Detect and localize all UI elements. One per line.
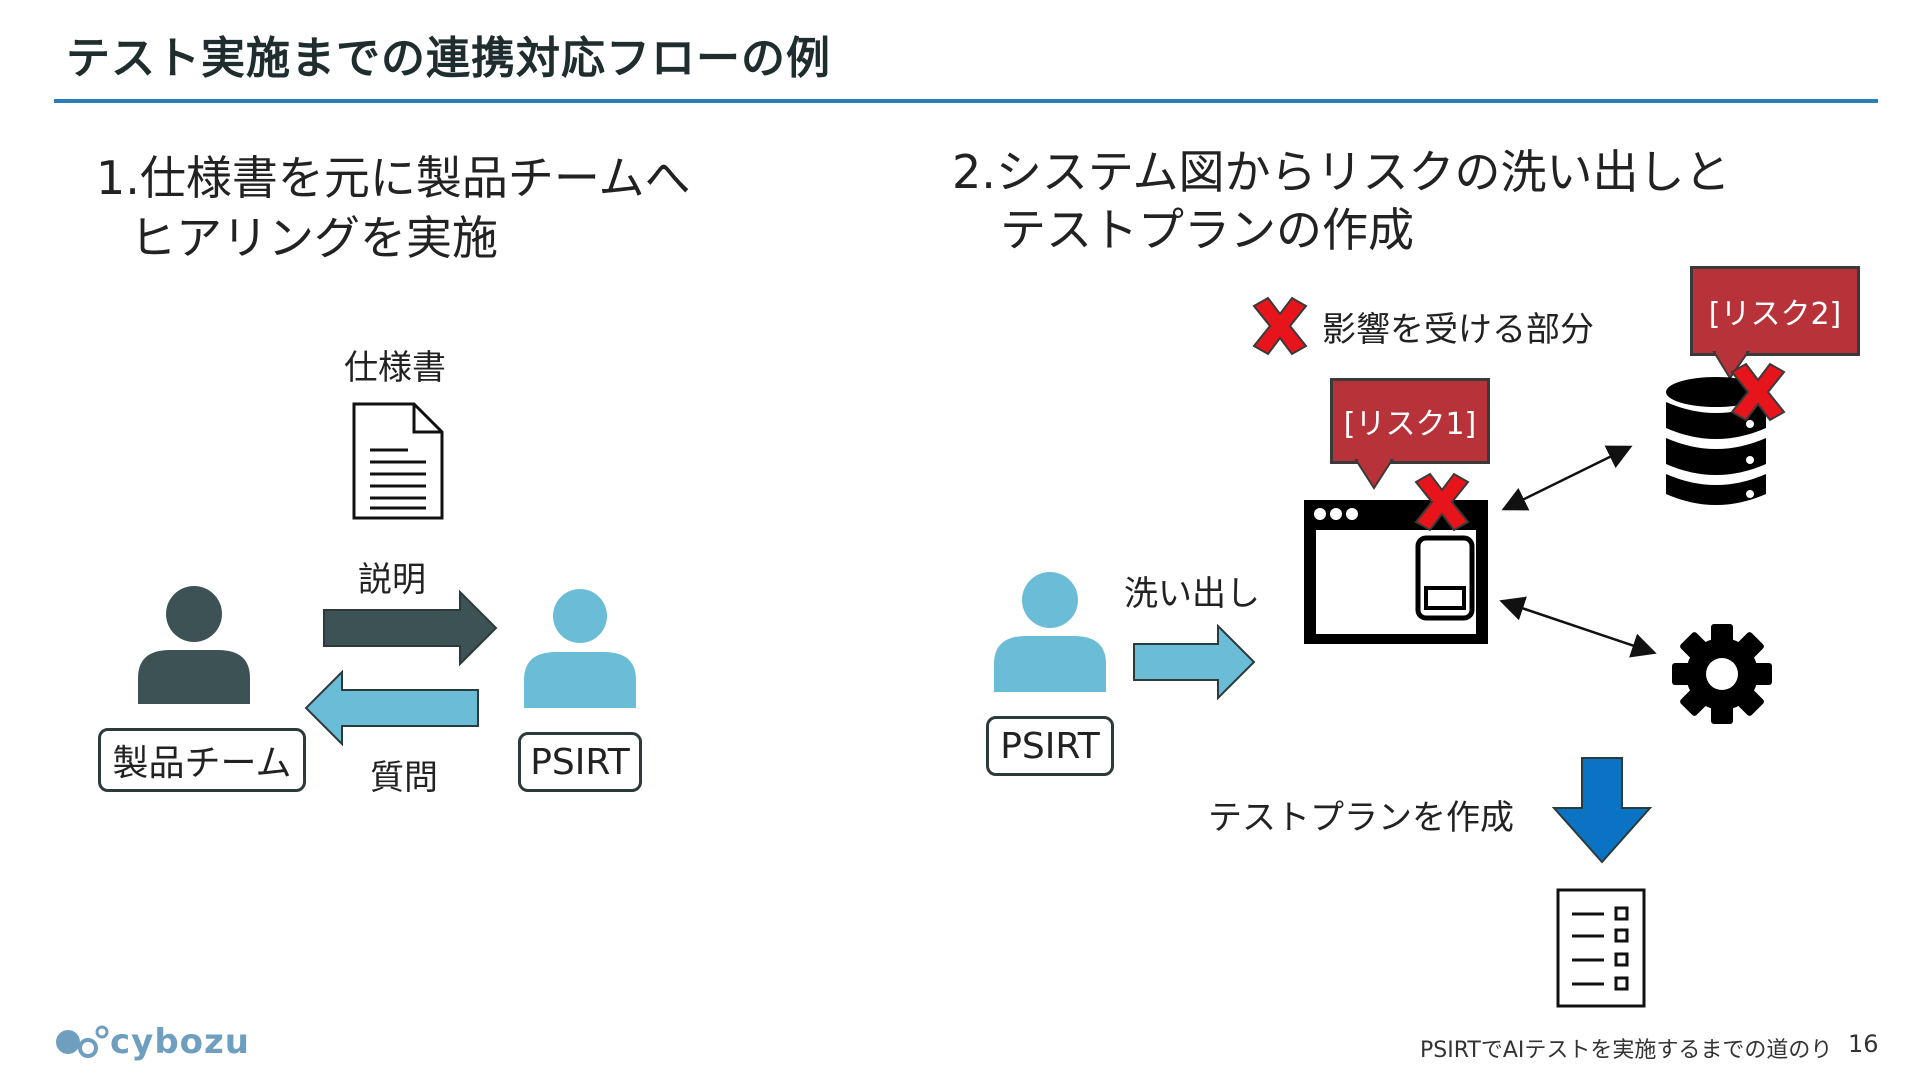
spec-label: 仕様書 (344, 348, 446, 388)
gear-icon (1672, 624, 1772, 724)
title-divider (54, 99, 1878, 103)
cross-icon (1252, 296, 1308, 356)
question-arrow-icon (304, 669, 479, 747)
checklist-icon (1556, 888, 1646, 1008)
risk1-cross-icon (1414, 472, 1470, 532)
psirt-label-right: PSIRT (986, 716, 1114, 776)
product-team-person-icon (138, 586, 250, 704)
risk1-callout: [リスク1] (1330, 378, 1490, 464)
explain-label: 説明 (358, 560, 426, 600)
left-heading-line1: 1.仕様書を元に製品チームへ (96, 151, 691, 205)
cybozu-logo: cybozu (110, 1022, 251, 1062)
product-team-label: 製品チーム (98, 728, 306, 792)
psirt-label-left: PSIRT (518, 732, 642, 792)
question-label: 質問 (370, 758, 438, 798)
footer-text: PSIRTでAIテストを実施するまでの道のり (1420, 1038, 1833, 1063)
extract-label: 洗い出し (1124, 574, 1260, 614)
left-heading-line2: ヒアリングを実施 (130, 211, 498, 265)
risk1-callout-tail (1354, 457, 1394, 490)
explain-arrow-icon (323, 589, 498, 667)
down-arrow-icon (1551, 757, 1653, 864)
document-icon (352, 402, 444, 520)
risk2-cross-icon (1730, 362, 1786, 422)
extract-arrow-icon (1133, 623, 1256, 701)
psirt-person-icon-right (994, 572, 1106, 692)
psirt-person-icon (524, 589, 636, 708)
risk2-callout-tail (1712, 349, 1750, 380)
risk2-callout: [リスク2] (1690, 266, 1860, 356)
page-title: テスト実施までの連携対応フローの例 (66, 33, 831, 84)
page-number: 16 (1848, 1030, 1879, 1058)
testplan-label: テストプランを作成 (1208, 798, 1514, 838)
connection-arrows (1499, 445, 1657, 658)
cybozu-logo-mark (56, 1025, 109, 1058)
affected-part-label: 影響を受ける部分 (1322, 310, 1594, 350)
right-heading-line1: 2.システム図からリスクの洗い出しと (952, 145, 1731, 199)
right-heading-line2: テストプランの作成 (1000, 203, 1414, 257)
